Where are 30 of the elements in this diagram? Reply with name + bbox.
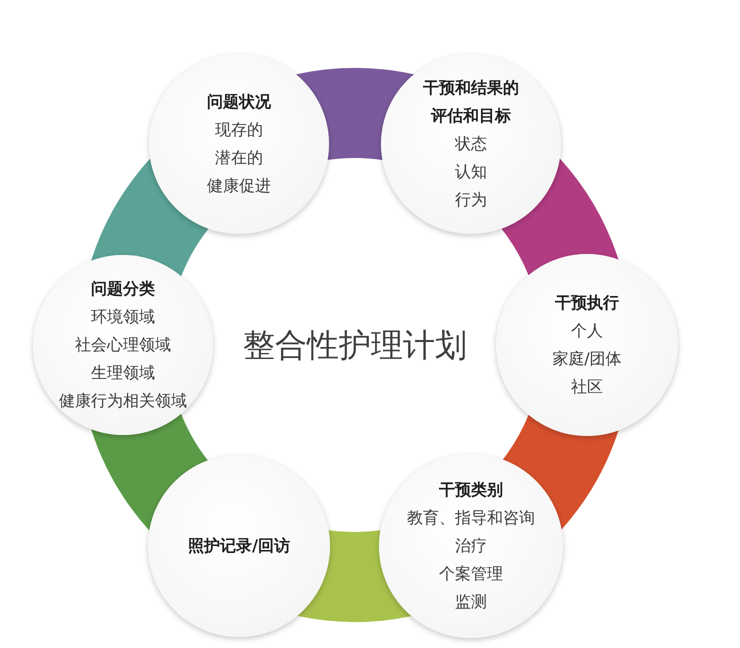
diagram-title: 整合性护理计划 — [243, 326, 467, 364]
circle-heading: 干预类别 — [439, 478, 503, 501]
circle-item: 环境领域 — [91, 306, 155, 328]
circle-item: 监测 — [455, 590, 487, 613]
circle-item: 健康行为相关领域 — [59, 390, 187, 412]
circle-heading: 照护记录/回访 — [188, 534, 290, 557]
ring-segment — [296, 68, 414, 160]
circle-item: 生理领域 — [91, 362, 155, 384]
circle-item: 家庭/团体 — [552, 348, 622, 370]
circle-item: 行为 — [455, 189, 487, 212]
circle-item: 个人 — [571, 320, 603, 342]
circle-item: 个案管理 — [439, 562, 503, 585]
circle-heading: 干预和结果的评估和目标 — [422, 77, 520, 128]
circle-item: 社会心理领域 — [75, 334, 171, 356]
circle-item: 状态 — [455, 133, 487, 156]
circle-heading: 问题状况 — [207, 91, 271, 114]
circle-item: 社区 — [571, 376, 603, 398]
ring-segment — [91, 414, 208, 531]
circle-heading: 问题分类 — [91, 278, 155, 300]
circle-item: 认知 — [455, 161, 487, 184]
circle-item: 治疗 — [455, 534, 487, 557]
circle-item: 教育、指导和咨询 — [407, 506, 535, 529]
ring-segment — [91, 158, 209, 276]
ring-segment — [297, 530, 412, 622]
ring-segment — [502, 414, 619, 530]
circle-heading: 干预执行 — [555, 292, 619, 314]
ring-segment — [501, 158, 619, 276]
circle-item: 潜在的 — [215, 147, 263, 170]
circle-item: 现存的 — [215, 119, 263, 142]
circle-item: 健康促进 — [207, 175, 271, 198]
